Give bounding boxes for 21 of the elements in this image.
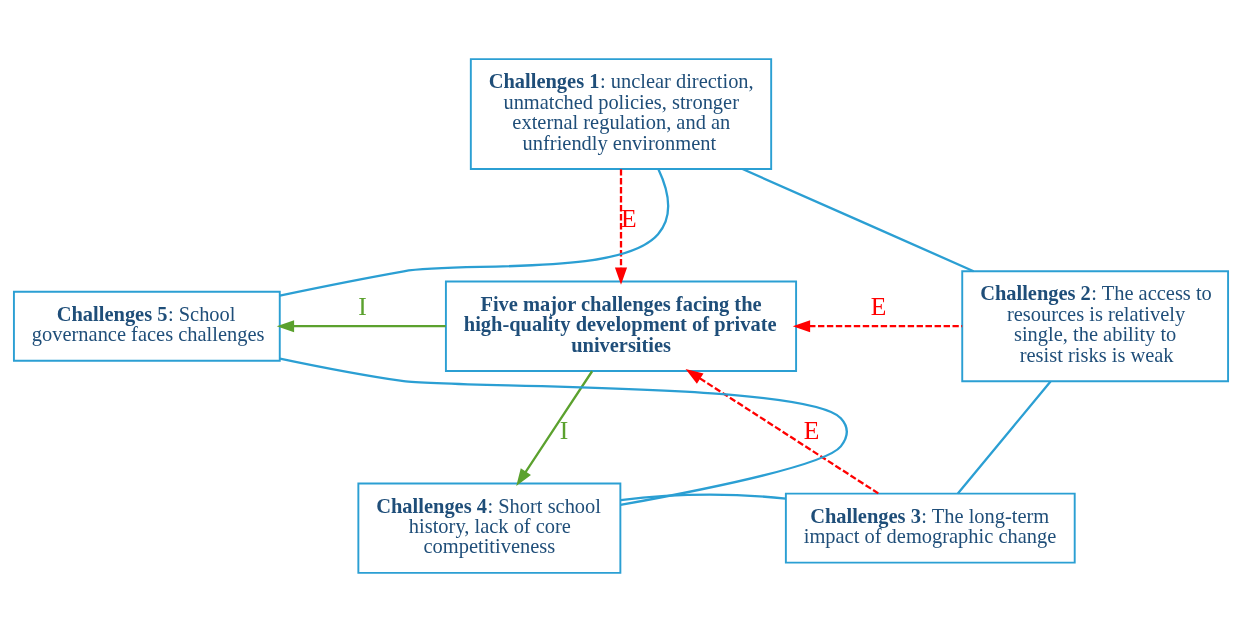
- edge-label: E: [803, 415, 820, 445]
- edge-label: I: [358, 291, 367, 321]
- edge-label: E: [870, 291, 887, 321]
- arrow: [276, 320, 446, 333]
- connector: [279, 168, 670, 297]
- arrow: [792, 320, 963, 333]
- connector: [279, 357, 848, 507]
- node-box: Five major challenges facing the high-quality development of private universities: [444, 280, 798, 372]
- node-box: Challenges 1: unclear direction, unmatched policies, stronger external regulation, and an unfriendly environment: [469, 58, 773, 170]
- arrow: [516, 370, 594, 487]
- edge-label: E: [621, 203, 637, 233]
- connector: [742, 168, 975, 273]
- connector: [620, 493, 786, 502]
- arrow: [614, 169, 628, 285]
- edge-label: I: [559, 415, 569, 445]
- connector: [957, 380, 1052, 495]
- node-box: Challenges 2: The access to resources is relatively single, the ability to resist risks is weak: [961, 270, 1230, 383]
- node-box: Challenges 5: School governance faces challenges: [12, 290, 281, 362]
- arrow: [685, 369, 879, 495]
- node-box: Challenges 3: The long-term impact of demographic change: [784, 492, 1076, 564]
- node-box: Challenges 4: Short school history, lack of core competitiveness: [357, 482, 622, 574]
